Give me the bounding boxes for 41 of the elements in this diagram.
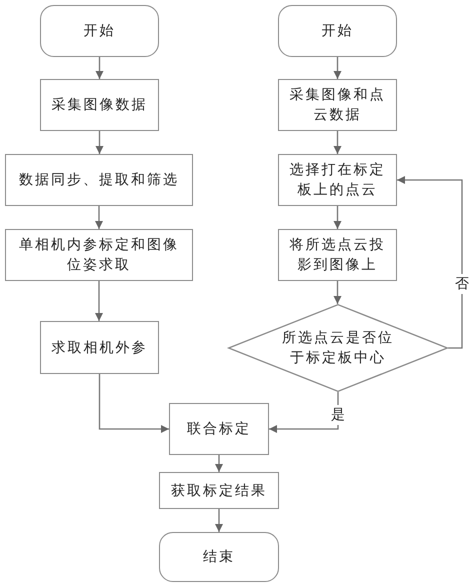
process-box bbox=[5, 154, 193, 206]
node-text: 所选点云是否位于标定板中心 bbox=[281, 329, 395, 368]
edge-label: 是 bbox=[330, 404, 346, 424]
node-text: 结束 bbox=[203, 548, 235, 567]
arrow bbox=[334, 206, 342, 229]
process-box bbox=[278, 229, 397, 281]
decision-diamond bbox=[228, 304, 448, 392]
process-box bbox=[278, 154, 397, 206]
arrow bbox=[98, 374, 169, 433]
arrow bbox=[95, 281, 103, 321]
node-text: 联合标定 bbox=[187, 420, 251, 439]
node-text: 采集图像数据 bbox=[52, 96, 148, 115]
terminal-box bbox=[159, 532, 279, 582]
process-box bbox=[159, 472, 279, 509]
node-text: 采集图像和点云数据 bbox=[288, 86, 386, 125]
node-text: 将所选点云投影到图像上 bbox=[288, 236, 386, 275]
node-text: 开始 bbox=[322, 22, 354, 41]
process-box bbox=[169, 403, 269, 455]
process-box bbox=[5, 229, 193, 281]
node-text: 求取相机外参 bbox=[52, 338, 148, 358]
arrow bbox=[95, 206, 103, 229]
arrow bbox=[96, 131, 104, 154]
arrow bbox=[334, 57, 342, 79]
process-box bbox=[278, 79, 397, 131]
arrow bbox=[215, 509, 223, 532]
node-text: 获取标定结果 bbox=[171, 482, 267, 500]
node-text: 选择打在标定板上的点云 bbox=[288, 161, 386, 200]
terminal-box bbox=[278, 5, 397, 57]
arrow bbox=[334, 281, 342, 304]
arrow bbox=[96, 57, 104, 79]
arrow bbox=[397, 176, 463, 349]
arrow bbox=[334, 131, 342, 154]
arrow bbox=[215, 455, 223, 472]
edge-label: 否 bbox=[454, 274, 470, 294]
arrow bbox=[269, 392, 339, 433]
process-box bbox=[40, 321, 159, 374]
node-text: 开始 bbox=[84, 22, 116, 41]
process-box bbox=[40, 79, 159, 131]
node-text: 单相机内参标定和图像位姿求取 bbox=[18, 236, 180, 275]
node-text: 数据同步、提取和筛选 bbox=[19, 171, 179, 190]
terminal-box bbox=[40, 5, 159, 57]
